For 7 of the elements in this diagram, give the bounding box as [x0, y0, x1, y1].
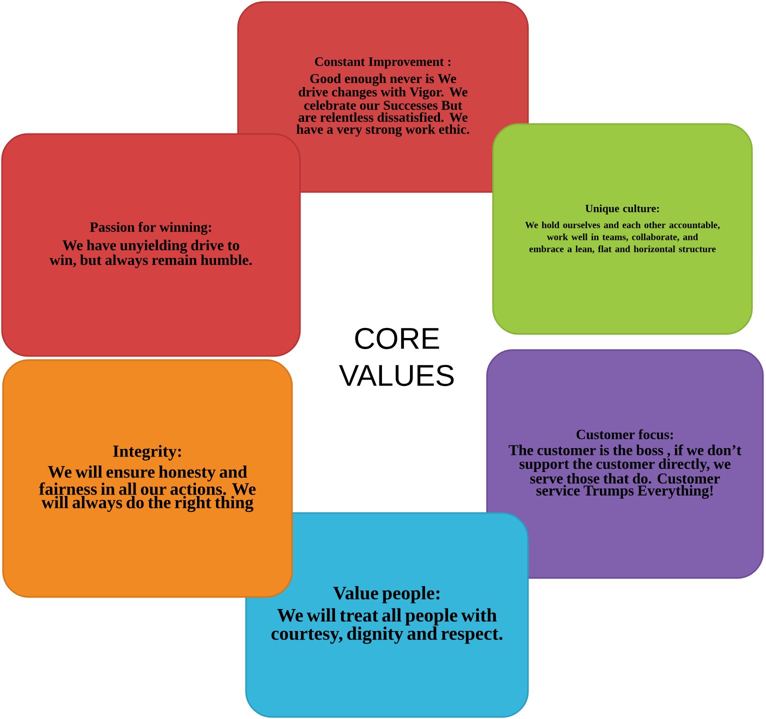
value-card: Customer focus: The customer is the boss , if we don’t support the customer directly, we serve those that do. Customer service Trumps Everything!	[486, 349, 764, 579]
value-card: Passion for winning: We have unyielding drive to win, but always remain humble.	[1, 133, 301, 357]
value-card: Integrity: We will ensure honesty and fairness in all our actions. We will always do the right thing	[2, 359, 293, 598]
value-card: Value people: We will treat all people with courtesy, dignity and respect.	[245, 512, 529, 718]
center-label: CORE VALUES	[339, 328, 454, 386]
value-card: Unique culture: We hold ourselves and each other accountable, work well in teams, collaborate, and embrace a lean, flat and horizontal structure	[492, 123, 753, 335]
value-card: Constant Improvement : Good enough never is We drive changes with Vigor. We celebrate our Successes But are relentless dissatisfied. We have a very strong work ethic.	[237, 1, 529, 193]
